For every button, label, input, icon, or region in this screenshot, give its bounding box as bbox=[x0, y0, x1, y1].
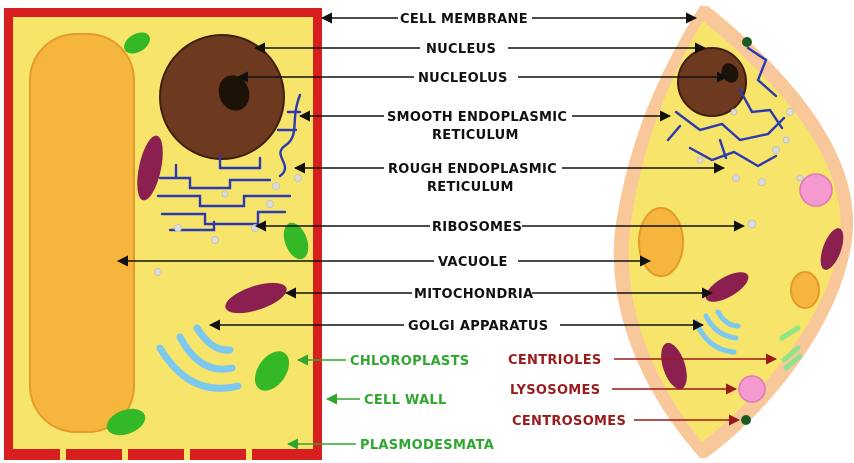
centrosomes-label: CENTROSOMES bbox=[512, 414, 626, 429]
mitochondria-label: MITOCHONDRIA bbox=[414, 287, 533, 302]
plant-vacuole bbox=[30, 34, 134, 432]
plant-cell bbox=[4, 8, 322, 460]
rough-er-label-line1: ROUGH ENDOPLASMIC bbox=[388, 162, 557, 177]
cell-membrane-label: CELL MEMBRANE bbox=[400, 12, 528, 27]
nucleus-label: NUCLEUS bbox=[426, 42, 496, 57]
animal-lysosome bbox=[739, 376, 765, 402]
rough-er-label-line2: RETICULUM bbox=[427, 180, 514, 195]
nucleolus-label: NUCLEOLUS bbox=[418, 71, 508, 86]
ribosomes-label: RIBOSOMES bbox=[432, 220, 522, 235]
animal-vacuole bbox=[639, 208, 683, 276]
lysosomes-label: LYSOSOMES bbox=[510, 383, 600, 398]
animal-vacuole bbox=[791, 272, 819, 308]
plasmodesmata-label: PLASMODESMATA bbox=[360, 438, 494, 453]
vacuole-label: VACUOLE bbox=[438, 255, 508, 270]
animal-centrosome bbox=[741, 415, 751, 425]
animal-centrosome bbox=[742, 37, 752, 47]
cell-wall-label: CELL WALL bbox=[364, 393, 447, 408]
animal-nucleus bbox=[678, 48, 746, 116]
golgi-label: GOLGI APPARATUS bbox=[408, 319, 548, 334]
animal-cell bbox=[614, 6, 853, 458]
smooth-er-label-line1: SMOOTH ENDOPLASMIC bbox=[387, 110, 567, 125]
smooth-er-label-line2: RETICULUM bbox=[432, 128, 519, 143]
centrioles-label: CENTRIOLES bbox=[508, 353, 602, 368]
chloroplasts-label: CHLOROPLASTS bbox=[350, 354, 469, 369]
animal-lysosome bbox=[800, 174, 832, 206]
